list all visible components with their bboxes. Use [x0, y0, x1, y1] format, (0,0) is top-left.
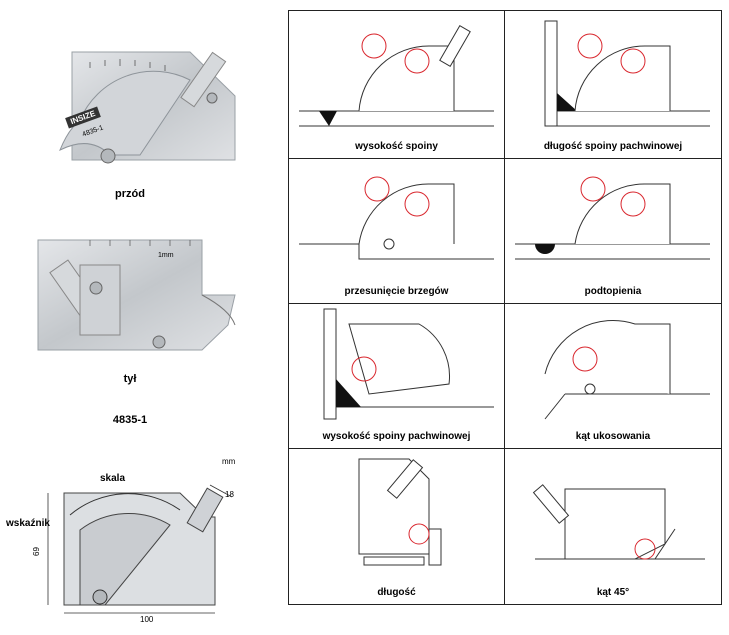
- back-gauge-photo: 1mm: [30, 230, 260, 360]
- cell-misalignment: przesunięcie brzegów: [289, 159, 505, 304]
- caption-angle-45: kąt 45°: [596, 587, 630, 598]
- caption-fillet-length: długość spoiny pachwinowej: [543, 141, 683, 152]
- cell-angle-45: kąt 45°: [505, 449, 721, 604]
- caption-bevel-angle: kąt ukosowania: [575, 431, 651, 442]
- cell-bevel-angle: kąt ukosowania: [505, 304, 721, 449]
- usage-grid: wysokość spoiny długość spoiny pachwinow…: [288, 10, 722, 605]
- back-scale-text: 1mm: [158, 252, 174, 259]
- dim-height: 69: [31, 547, 41, 556]
- dimension-drawing: mm skala wskaźnik 69 100 18: [0, 455, 260, 630]
- caption-fillet-height: wysokość spoiny pachwinowej: [322, 431, 471, 442]
- cell-length: długość: [289, 449, 505, 604]
- dim-width: 100: [140, 615, 154, 624]
- caption-undercut: podtopienia: [584, 286, 642, 297]
- cell-fillet-height: wysokość spoiny pachwinowej: [289, 304, 505, 449]
- front-gauge-photo: INSIZE 4835-1: [30, 40, 270, 175]
- unit-label: mm: [222, 457, 236, 466]
- caption-length: długość: [377, 587, 416, 598]
- cell-weld-height: wysokość spoiny: [289, 11, 505, 159]
- pointer-label: wskaźnik: [6, 518, 50, 529]
- cell-fillet-length: długość spoiny pachwinowej: [505, 11, 721, 159]
- caption-weld-height: wysokość spoiny: [355, 141, 438, 152]
- model-number: 4835-1: [112, 414, 148, 426]
- back-caption: tył: [123, 373, 137, 385]
- caption-misalignment: przesunięcie brzegów: [344, 286, 449, 297]
- scale-label: skala: [100, 473, 126, 484]
- dim-top: 18: [225, 490, 234, 499]
- front-caption: przód: [115, 188, 145, 200]
- cell-undercut: podtopienia: [505, 159, 721, 304]
